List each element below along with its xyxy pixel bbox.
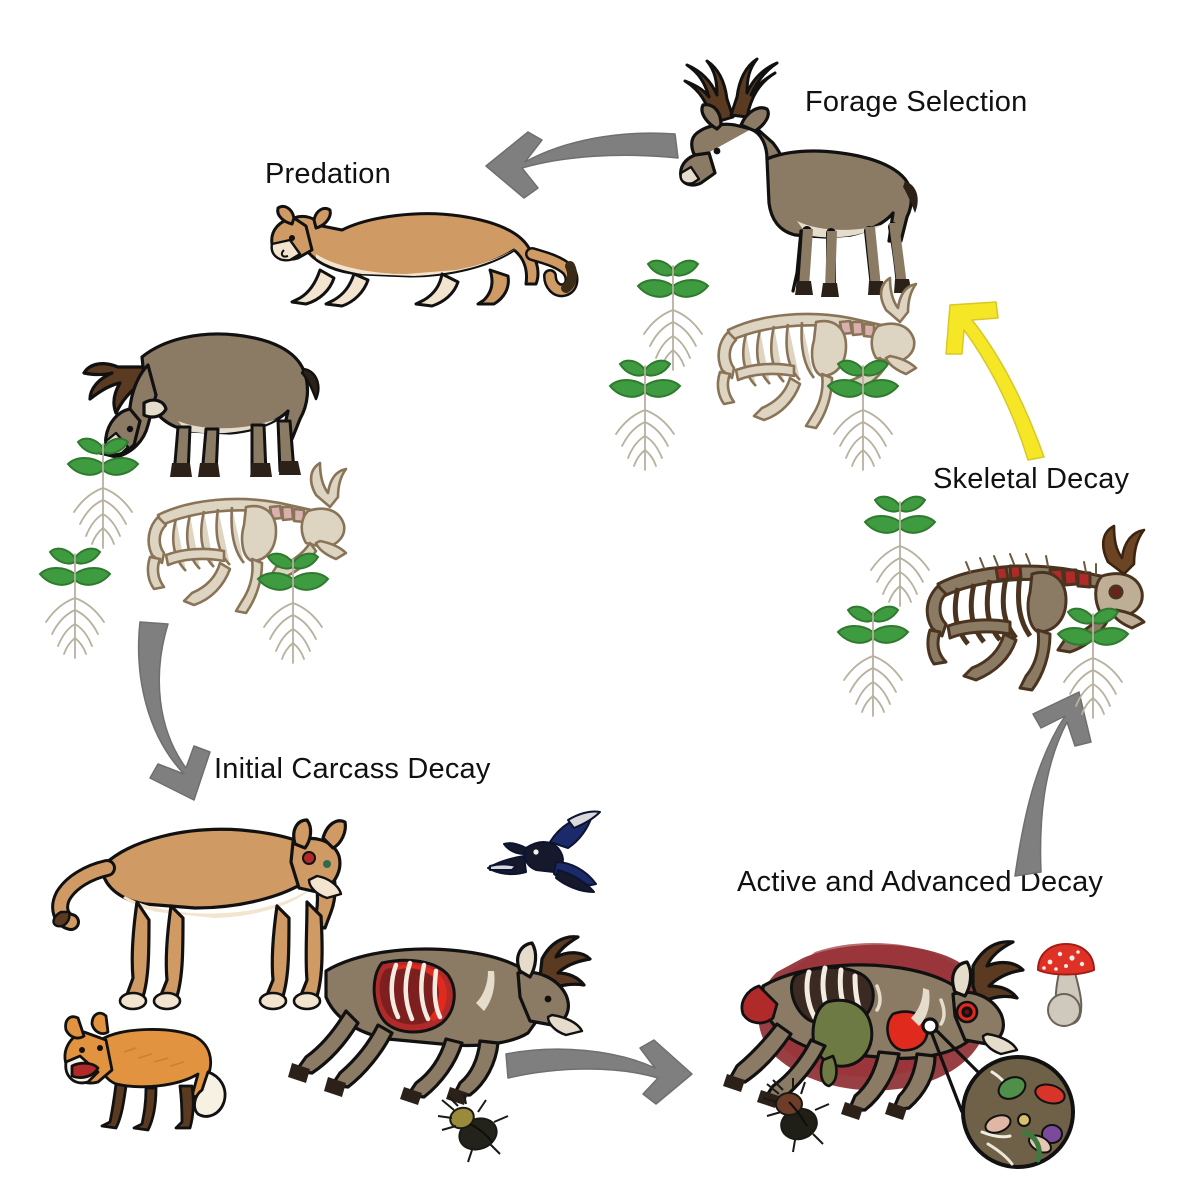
carrion-beetle [432,1092,518,1164]
deer-skeleton-bleached-forage [690,270,925,430]
standing-cougar [45,800,355,1030]
deer-carcass-open-ribs [288,915,610,1105]
seedling-plant [828,598,918,723]
deer-skeleton-furred [900,518,1160,693]
stalking-cougar [250,200,580,310]
seedling-plant [600,352,690,477]
label-initial-carcass-decay: Initial Carcass Decay [214,753,491,785]
seedling-plant [58,430,148,555]
arrow-active-to-skeletal [995,690,1105,880]
label-active-advanced-decay: Active and Advanced Decay [737,866,1104,898]
deer-skeleton-bleached-predation [120,455,355,615]
arrow-skeletal-to-forage [932,272,1057,462]
label-skeletal-decay: Skeletal Decay [933,463,1130,495]
carrion-beetle [755,1078,841,1154]
amanita-mushroom [1030,940,1100,1035]
seedling-plant [30,540,120,665]
arrow-initial-to-active [500,1022,700,1105]
seedling-plant [855,488,945,613]
arrow-forage-to-predation [470,118,685,210]
label-forage-selection: Forage Selection [805,86,1028,118]
magpie [482,808,607,898]
seedling-plant [1048,600,1138,725]
red-fox [58,1000,238,1132]
seedling-plant [248,545,338,670]
seedling-plant [818,352,908,477]
bloated-deer-carcass [723,928,1045,1120]
label-predation: Predation [265,158,391,190]
standing-buck [655,55,945,300]
seedling-plant [628,252,718,377]
arrow-predation-to-initial [128,618,233,808]
microbe-magnifier [920,1016,1095,1176]
